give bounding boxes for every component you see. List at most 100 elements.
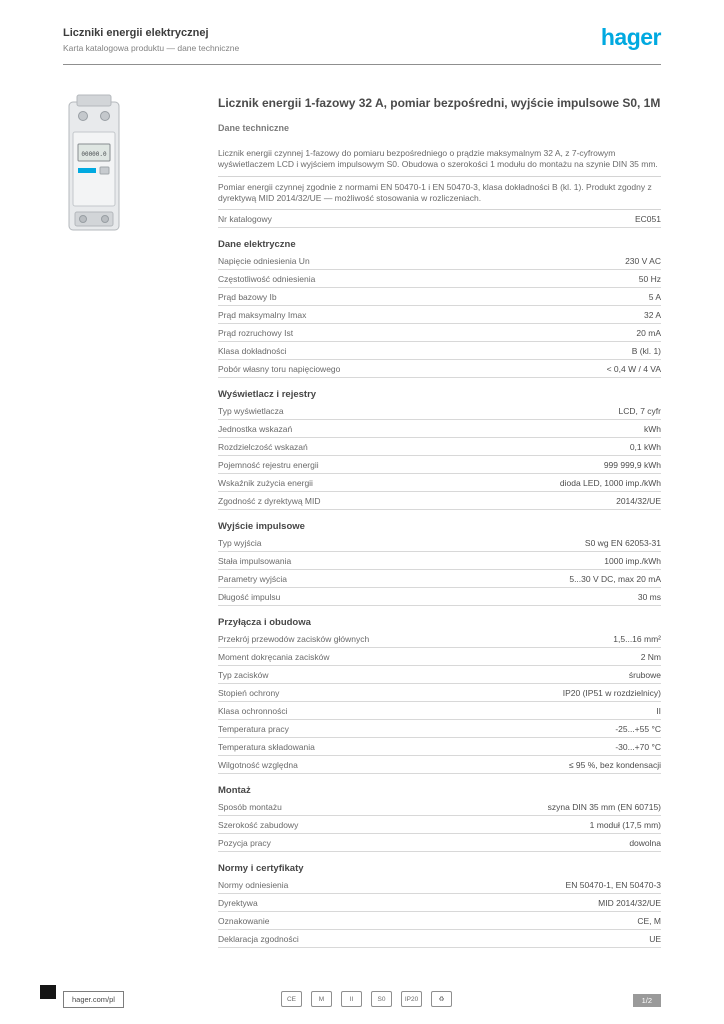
spec-value: 230 V AC [625, 255, 661, 266]
spec-sections: Licznik energii czynnej 1-fazowy do pomi… [218, 143, 661, 949]
spec-label: Wilgotność względna [218, 759, 298, 770]
spec-label: Częstotliwość odniesienia [218, 273, 316, 284]
spec-value: 5 A [648, 291, 661, 302]
section-heading: Normy i certyfikaty [218, 863, 304, 875]
spec-value: 1 moduł (17,5 mm) [589, 819, 661, 830]
spec-row: Typ wyświetlacza LCD, 7 cyfr [218, 402, 661, 421]
spec-value: -25...+55 °C [615, 723, 661, 734]
spec-value: IP20 (IP51 w rozdzielnicy) [562, 687, 661, 698]
spec-label: Oznakowanie [218, 915, 270, 926]
spec-value: CE, M [637, 915, 661, 926]
spec-value: 32 A [643, 309, 661, 320]
spec-value: ≤ 95 %, bez kondensacji [568, 759, 661, 770]
section-heading: Montaż [218, 785, 251, 797]
spec-label: Jednostka wskazań [218, 423, 293, 434]
spec-label: Klasa ochronności [218, 705, 288, 716]
ce-mark-icon: CE [281, 991, 302, 1007]
spec-value: B (kl. 1) [631, 345, 661, 356]
product-subtitle: Dane techniczne [218, 122, 290, 133]
spec-row: Moment dokręcania zacisków 2 Nm [218, 648, 661, 667]
spec-value: S0 wg EN 62053-31 [584, 537, 661, 548]
spec-row: Oznakowanie CE, M [218, 912, 661, 931]
spec-value: 30 ms [637, 591, 661, 602]
spec-value: 2 Nm [640, 651, 661, 662]
spec-label: Normy odniesienia [218, 879, 289, 890]
section-heading: Dane elektryczne [218, 239, 296, 251]
mid-mark-icon: M [311, 991, 332, 1007]
spec-label: Pojemność rejestru energii [218, 459, 319, 470]
spec-row: Wilgotność względna ≤ 95 %, bez kondensac… [218, 756, 661, 775]
spec-label: Moment dokręcania zacisków [218, 651, 330, 662]
spec-label: Stopień ochrony [218, 687, 280, 698]
spec-row: Temperatura pracy -25...+55 °C [218, 720, 661, 739]
spec-label: Parametry wyjścia [218, 573, 287, 584]
spec-label: Przekrój przewodów zacisków głównych [218, 633, 370, 644]
s0-output-icon: S0 [371, 991, 392, 1007]
spec-label: Temperatura pracy [218, 723, 289, 734]
spec-value: 1,5...16 mm² [613, 633, 661, 644]
class2-insulation-icon: II [341, 991, 362, 1007]
spec-value: EN 50470-1, EN 50470-3 [565, 879, 661, 890]
spec-row: Częstotliwość odniesienia 50 Hz [218, 270, 661, 289]
spec-row: Normy odniesienia EN 50470-1, EN 50470-3 [218, 876, 661, 895]
product-photo: 00000.0 [62, 94, 126, 240]
spec-value: 999 999,9 kWh [603, 459, 661, 470]
document-category: Liczniki energii elektrycznej [63, 27, 209, 39]
energy-meter-image: 00000.0 [68, 94, 120, 231]
spec-label: Typ wyświetlacza [218, 405, 284, 416]
spec-row: Długość impulsu 30 ms [218, 588, 661, 607]
spec-row: Rozdzielczość wskazań 0,1 kWh [218, 438, 661, 457]
spec-row: Przekrój przewodów zacisków głównych 1,5.… [218, 630, 661, 649]
spec-row: Typ wyjścia S0 wg EN 62053-31 [218, 534, 661, 553]
hager-logo: hager [600, 24, 662, 50]
spec-value: 50 Hz [638, 273, 661, 284]
main-content: Licznik energii 1-fazowy 32 A, pomiar be… [218, 96, 661, 949]
spec-label: Pobór własny toru napięciowego [218, 363, 341, 374]
section-heading: Wyświetlacz i rejestry [218, 389, 317, 401]
section-heading: Przyłącza i obudowa [218, 617, 311, 629]
spec-value: 20 mA [636, 327, 661, 338]
spec-value: LCD, 7 cyfr [618, 405, 661, 416]
spec-label: Szerokość zabudowy [218, 819, 299, 830]
spec-label: Nr katalogowy [218, 213, 272, 224]
spec-label: Długość impulsu [218, 591, 281, 602]
spec-value: 0,1 kWh [629, 441, 661, 452]
spec-label: Stała impulsowania [218, 555, 292, 566]
spec-row: Pobór własny toru napięciowego< 0,4 W / … [218, 360, 661, 379]
svg-text:00000.0: 00000.0 [81, 151, 107, 158]
spec-label: Typ zacisków [218, 669, 269, 680]
spec-label: Rozdzielczość wskazań [218, 441, 308, 452]
spec-label: Temperatura składowania [218, 741, 315, 752]
spec-row: Jednostka wskazań kWh [218, 420, 661, 439]
spec-value: II [656, 705, 661, 716]
description-paragraph: Pomiar energii czynnej zgodnie z normami… [218, 177, 661, 211]
spec-label: Klasa dokładności [218, 345, 287, 356]
spec-value: 1000 imp./kWh [604, 555, 661, 566]
spec-label: Pozycja pracy [218, 837, 271, 848]
spec-value: kWh [644, 423, 661, 434]
website-link[interactable]: hager.com/pl [63, 991, 124, 1008]
spec-label: Prąd rozruchowy Ist [218, 327, 294, 338]
recycling-icon: ♻ [431, 991, 452, 1007]
print-crop-mark [40, 985, 56, 999]
spec-row: Pojemność rejestru energii 999 999,9 kWh [218, 456, 661, 475]
spec-label: Typ wyjścia [218, 537, 262, 548]
page-number-badge: 1/2 [632, 994, 661, 1007]
product-title: Licznik energii 1-fazowy 32 A, pomiar be… [218, 96, 661, 110]
document-subtitle: Karta katalogowa produktu — dane technic… [63, 43, 240, 54]
header-divider [63, 64, 661, 65]
spec-value: dioda LED, 1000 imp./kWh [559, 477, 661, 488]
spec-row: Klasa dokładności B (kl. 1) [218, 342, 661, 361]
spec-value: MID 2014/32/UE [598, 897, 661, 908]
spec-value: UE [649, 933, 661, 944]
